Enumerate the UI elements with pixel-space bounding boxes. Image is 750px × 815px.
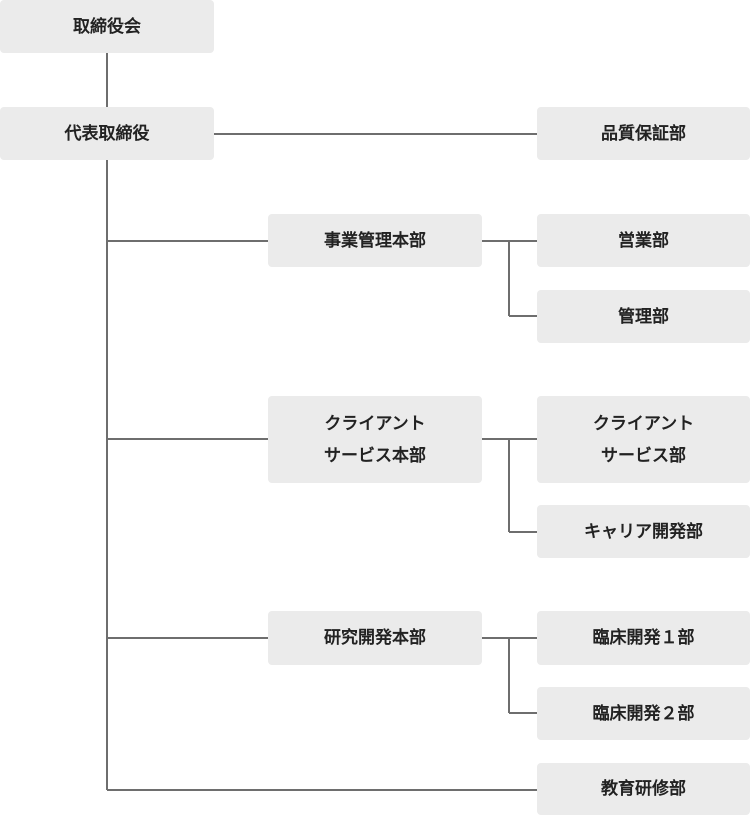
- clinical2-label: 臨床開発２部: [592, 703, 695, 724]
- education-box: 教育研修部: [537, 763, 750, 815]
- clinical2-box: 臨床開発２部: [537, 687, 750, 740]
- admin-box: 管理部: [537, 290, 750, 343]
- qa-label: 品質保証部: [601, 123, 686, 144]
- client-hq-label-line1: クライアント: [324, 413, 426, 434]
- client-hq-box: クライアント サービス本部: [268, 396, 482, 483]
- board-label: 取締役会: [73, 16, 141, 37]
- client-hq-label-line2: サービス本部: [324, 445, 426, 466]
- sales-box: 営業部: [537, 214, 750, 267]
- rnd-hq-label: 研究開発本部: [324, 628, 426, 648]
- ceo-label: 代表取締役: [64, 123, 150, 144]
- business-hq-box: 事業管理本部: [268, 214, 482, 267]
- client-dept-label-line2: サービス部: [601, 445, 686, 466]
- admin-label: 管理部: [618, 306, 669, 327]
- client-dept-label-line1: クライアント: [592, 413, 695, 434]
- ceo-box: 代表取締役: [0, 107, 214, 160]
- qa-box: 品質保証部: [537, 107, 750, 160]
- client-dept-box: クライアント サービス部: [537, 396, 750, 483]
- board-box: 取締役会: [0, 0, 214, 53]
- education-label: 教育研修部: [601, 779, 686, 799]
- career-box: キャリア開発部: [537, 505, 750, 558]
- clinical1-label: 臨床開発１部: [592, 628, 695, 648]
- rnd-hq-box: 研究開発本部: [268, 611, 482, 665]
- sales-label: 営業部: [618, 230, 669, 251]
- clinical1-box: 臨床開発１部: [537, 611, 750, 665]
- business-hq-label: 事業管理本部: [324, 230, 426, 251]
- career-label: キャリア開発部: [584, 521, 703, 542]
